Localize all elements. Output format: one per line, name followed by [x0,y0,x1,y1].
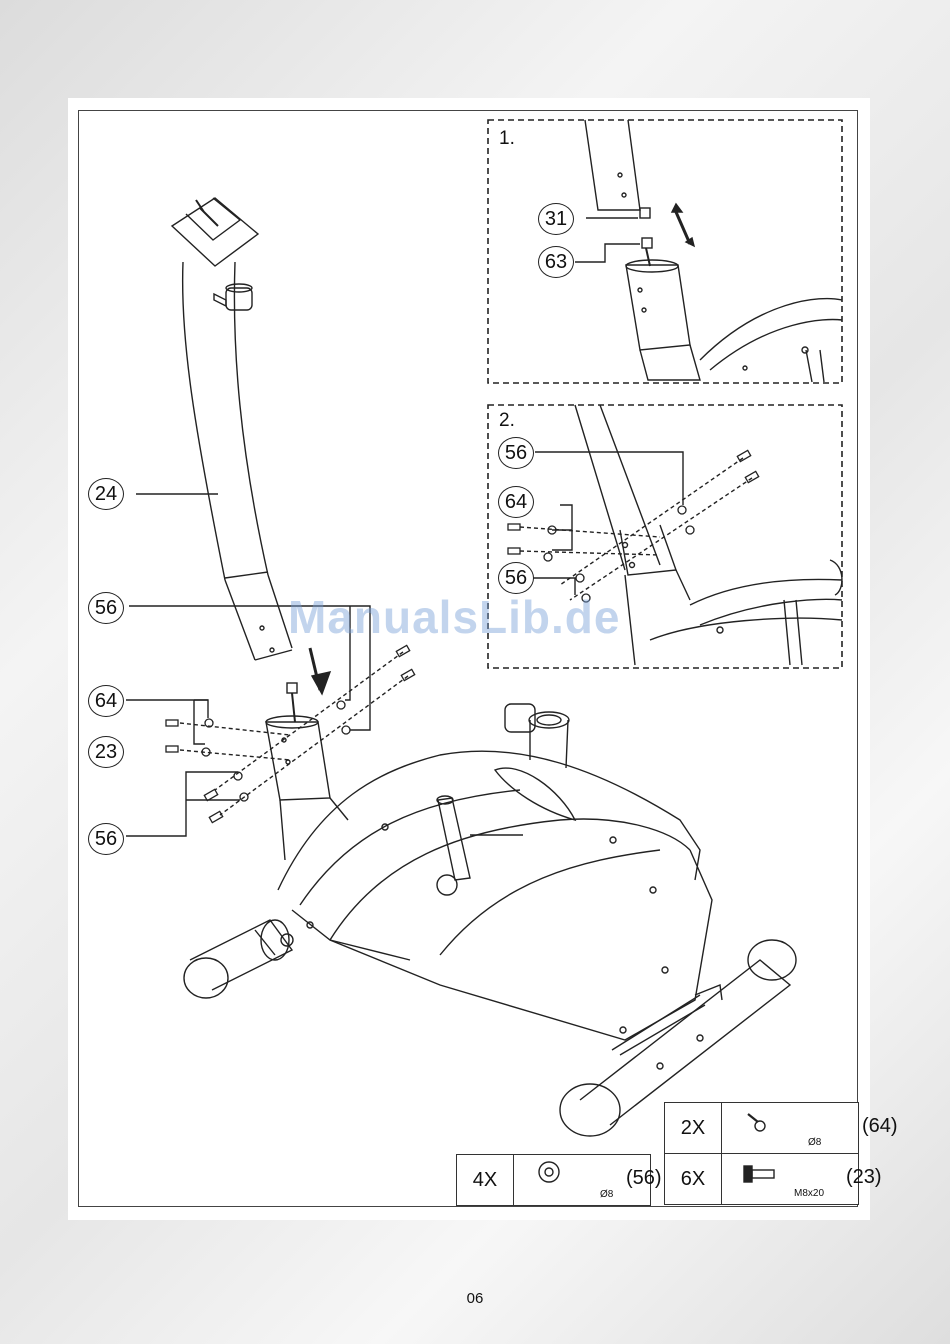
spring-washer-icon [748,1114,765,1131]
bolt-icon [744,1166,774,1182]
page-number: 06 [0,1290,950,1307]
washer-icon [539,1162,559,1182]
